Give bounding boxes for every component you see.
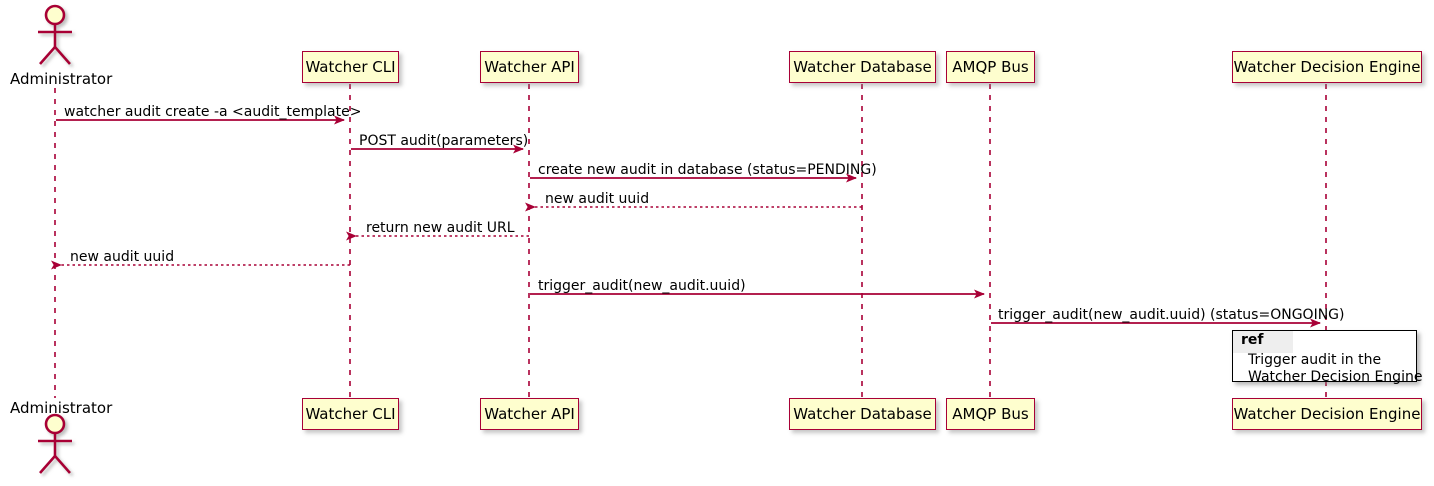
participant-label: Watcher Decision Engine xyxy=(1233,57,1421,76)
message-label-6: new audit uuid xyxy=(70,249,175,265)
actor-label-administrator-bottom: Administrator xyxy=(10,399,113,417)
message-label-7: trigger_audit(new_audit.uuid) xyxy=(538,278,746,294)
participant-box-watcher-database-bottom[interactable]: Watcher Database xyxy=(789,398,936,430)
participant-box-watcher-api-top[interactable]: Watcher API xyxy=(480,51,579,83)
participant-box-amqp-bus-bottom[interactable]: AMQP Bus xyxy=(946,398,1035,430)
actor-administrator-bottom xyxy=(38,413,72,474)
participant-label: Watcher API xyxy=(484,404,575,423)
participant-label: Watcher Decision Engine xyxy=(1233,404,1421,423)
participant-label: Watcher CLI xyxy=(305,57,396,76)
participant-box-watcher-api-bottom[interactable]: Watcher API xyxy=(480,398,579,430)
participant-label: AMQP Bus xyxy=(952,57,1029,76)
message-label-2: POST audit(parameters) xyxy=(359,133,529,149)
message-label-4: new audit uuid xyxy=(545,191,650,207)
participant-label: Watcher CLI xyxy=(305,404,396,423)
participant-label: Watcher Database xyxy=(793,404,932,423)
participant-label: AMQP Bus xyxy=(952,404,1029,423)
message-label-3: create new audit in database (status=PEN… xyxy=(538,162,877,178)
ref-fragment-box: ref xyxy=(1232,330,1417,382)
participant-label: Watcher API xyxy=(484,57,575,76)
participant-box-watcher-decision-engine-bottom[interactable]: Watcher Decision Engine xyxy=(1232,398,1422,430)
actor-label-administrator-top: Administrator xyxy=(10,70,113,88)
participant-box-amqp-bus-top[interactable]: AMQP Bus xyxy=(946,51,1035,83)
actor-administrator-top xyxy=(38,4,72,65)
message-label-1: watcher audit create -a <audit_template> xyxy=(64,104,362,120)
message-label-8: trigger_audit(new_audit.uuid) (status=ON… xyxy=(998,307,1345,323)
ref-fragment-text-line-2: Watcher Decision Engine xyxy=(1248,369,1423,385)
message-label-5: return new audit URL xyxy=(366,220,515,236)
participant-box-watcher-database-top[interactable]: Watcher Database xyxy=(789,51,936,83)
participant-box-watcher-cli-top[interactable]: Watcher CLI xyxy=(302,51,399,83)
participant-box-watcher-cli-bottom[interactable]: Watcher CLI xyxy=(302,398,399,430)
participant-label: Watcher Database xyxy=(793,57,932,76)
ref-fragment-tag-label: ref xyxy=(1233,331,1293,353)
lifelines xyxy=(54,84,1327,399)
ref-fragment-text-line-1: Trigger audit in the xyxy=(1248,352,1382,368)
participant-box-watcher-decision-engine-top[interactable]: Watcher Decision Engine xyxy=(1232,51,1422,83)
